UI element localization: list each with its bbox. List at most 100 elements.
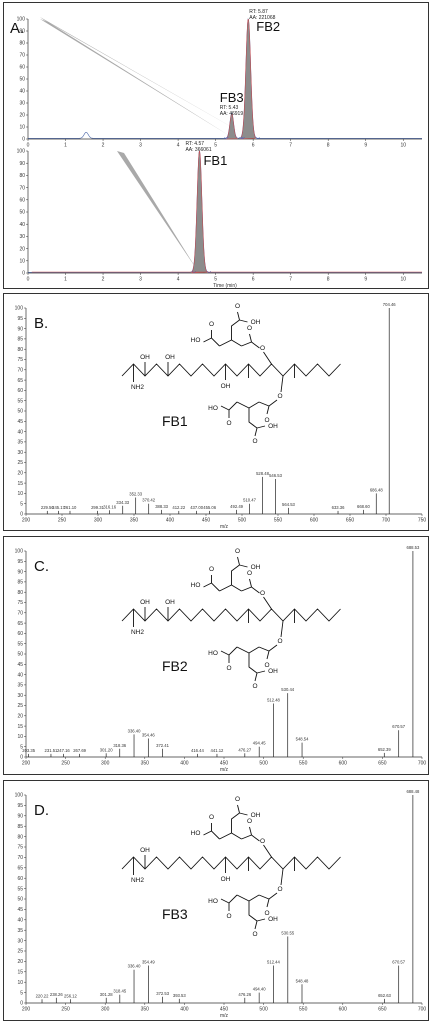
fb3-callout-wedge: [40, 19, 231, 137]
molecule-bond: [236, 646, 260, 654]
fb1-label: FB1: [203, 153, 227, 168]
atom-label-o: O: [235, 548, 240, 555]
molecule-bond: [239, 319, 248, 323]
x-tick-label: 400: [166, 518, 175, 524]
panel-letter-b: B.: [34, 315, 48, 332]
peak-label: 203.35: [22, 748, 35, 753]
peak-label: 261.10: [64, 505, 77, 510]
atom-label-ho: HO: [208, 405, 218, 412]
atom-label-nh2: NH2: [131, 877, 144, 884]
x-tick-label: 1: [64, 143, 67, 149]
atom-label-o: O: [226, 913, 231, 920]
molecule-bond: [258, 892, 278, 900]
molecule-bond: [266, 650, 270, 660]
atom-label-ho: HO: [191, 582, 201, 589]
molecule-bond: [239, 812, 248, 816]
atom-label-nh2: NH2: [131, 384, 144, 391]
x-axis-title: m/z: [220, 524, 229, 530]
molecule-bond: [219, 584, 242, 592]
molecule-bond: [266, 898, 270, 908]
x-tick-label: 650: [378, 761, 387, 767]
molecule-bond: [241, 341, 260, 349]
peak-label: 393.53: [173, 993, 186, 998]
y-tick-label: 10: [17, 980, 23, 986]
peak-label: 668.60: [357, 504, 370, 509]
peak-label: 316.16: [103, 504, 116, 509]
y-tick-label: 95: [17, 803, 23, 809]
fb3-rt-label: RT: 5.43: [220, 105, 239, 111]
x-tick-label: 3: [139, 143, 142, 149]
molecule-bond: [263, 351, 272, 365]
compound-label: FB2: [162, 658, 188, 674]
atom-label-o: O: [247, 570, 252, 577]
x-axis-title: m/z: [220, 1013, 229, 1019]
y-tick-label: 60: [19, 65, 25, 71]
y-tick-label: 15: [17, 481, 23, 487]
fb2-rt-label: RT: 5.87: [249, 9, 268, 15]
y-tick-label: 70: [19, 53, 25, 59]
x-axis-title: Time (min): [213, 283, 237, 288]
y-tick-label: 10: [17, 491, 23, 497]
fb1-rt-label: RT: 4.57: [185, 141, 204, 147]
y-tick-label: 65: [17, 866, 23, 872]
x-tick-label: 450: [220, 761, 229, 767]
atom-label-o: O: [209, 321, 214, 328]
peak-label: 245.17: [52, 505, 65, 510]
x-tick-label: 0: [27, 277, 30, 283]
y-tick-label: 100: [15, 793, 24, 799]
bottom-peak-fill: [191, 150, 208, 274]
molecule-bond: [203, 830, 220, 840]
molecule-bond: [220, 894, 238, 904]
molecule-bond: [219, 832, 242, 840]
peak-label: 548.48: [296, 978, 309, 983]
molecule-bond: [239, 564, 248, 568]
x-tick-label: 300: [94, 518, 103, 524]
top-peak-fill: [240, 18, 257, 140]
molecule-bond: [231, 564, 240, 585]
y-tick-label: 60: [17, 631, 23, 637]
y-tick-label: 30: [19, 101, 25, 107]
y-tick-label: 75: [17, 600, 23, 606]
y-tick-label: 60: [19, 198, 25, 204]
peak-label: 256.12: [64, 993, 77, 998]
y-tick-label: 70: [17, 855, 23, 861]
molecule-bond: [254, 672, 258, 682]
x-tick-label: 0: [27, 143, 30, 149]
x-tick-label: 700: [418, 1007, 427, 1013]
fb1-aa-label: AA: 366061: [185, 147, 211, 153]
atom-label-o: O: [209, 814, 214, 821]
y-tick-label: 100: [17, 17, 26, 23]
compound-label: FB1: [162, 413, 188, 429]
peak-label: 441.12: [211, 748, 224, 753]
atom-label-ho: HO: [191, 337, 201, 344]
y-tick-label: 5: [20, 744, 23, 750]
molecule-bond: [256, 918, 266, 922]
y-tick-label: 70: [17, 368, 23, 374]
atom-label-oh: OH: [251, 812, 261, 819]
atom-label-o: O: [247, 818, 252, 825]
peak-label: 652.63: [378, 993, 391, 998]
y-tick-label: 0: [22, 271, 25, 277]
peak-label: 354.46: [142, 732, 155, 737]
y-tick-label: 45: [17, 907, 23, 913]
x-tick-label: 400: [180, 1007, 189, 1013]
atom-label-oh: OH: [268, 423, 278, 430]
panel-letter-a: A.: [10, 20, 24, 37]
atom-label-oh: OH: [140, 354, 150, 361]
peak-label: 688.48: [406, 789, 419, 794]
peak-label: 220.22: [36, 993, 49, 998]
peak-label: 247.16: [57, 748, 70, 753]
peak-label: 352.33: [129, 492, 142, 497]
x-tick-label: 250: [58, 518, 67, 524]
y-tick-label: 75: [17, 357, 23, 363]
x-tick-label: 550: [274, 518, 283, 524]
y-tick-label: 55: [17, 886, 23, 892]
x-tick-label: 600: [339, 761, 348, 767]
y-tick-label: 45: [17, 662, 23, 668]
x-tick-label: 7: [289, 277, 292, 283]
bottom-trace: [28, 150, 422, 273]
peak-label: 530.44: [281, 687, 294, 692]
